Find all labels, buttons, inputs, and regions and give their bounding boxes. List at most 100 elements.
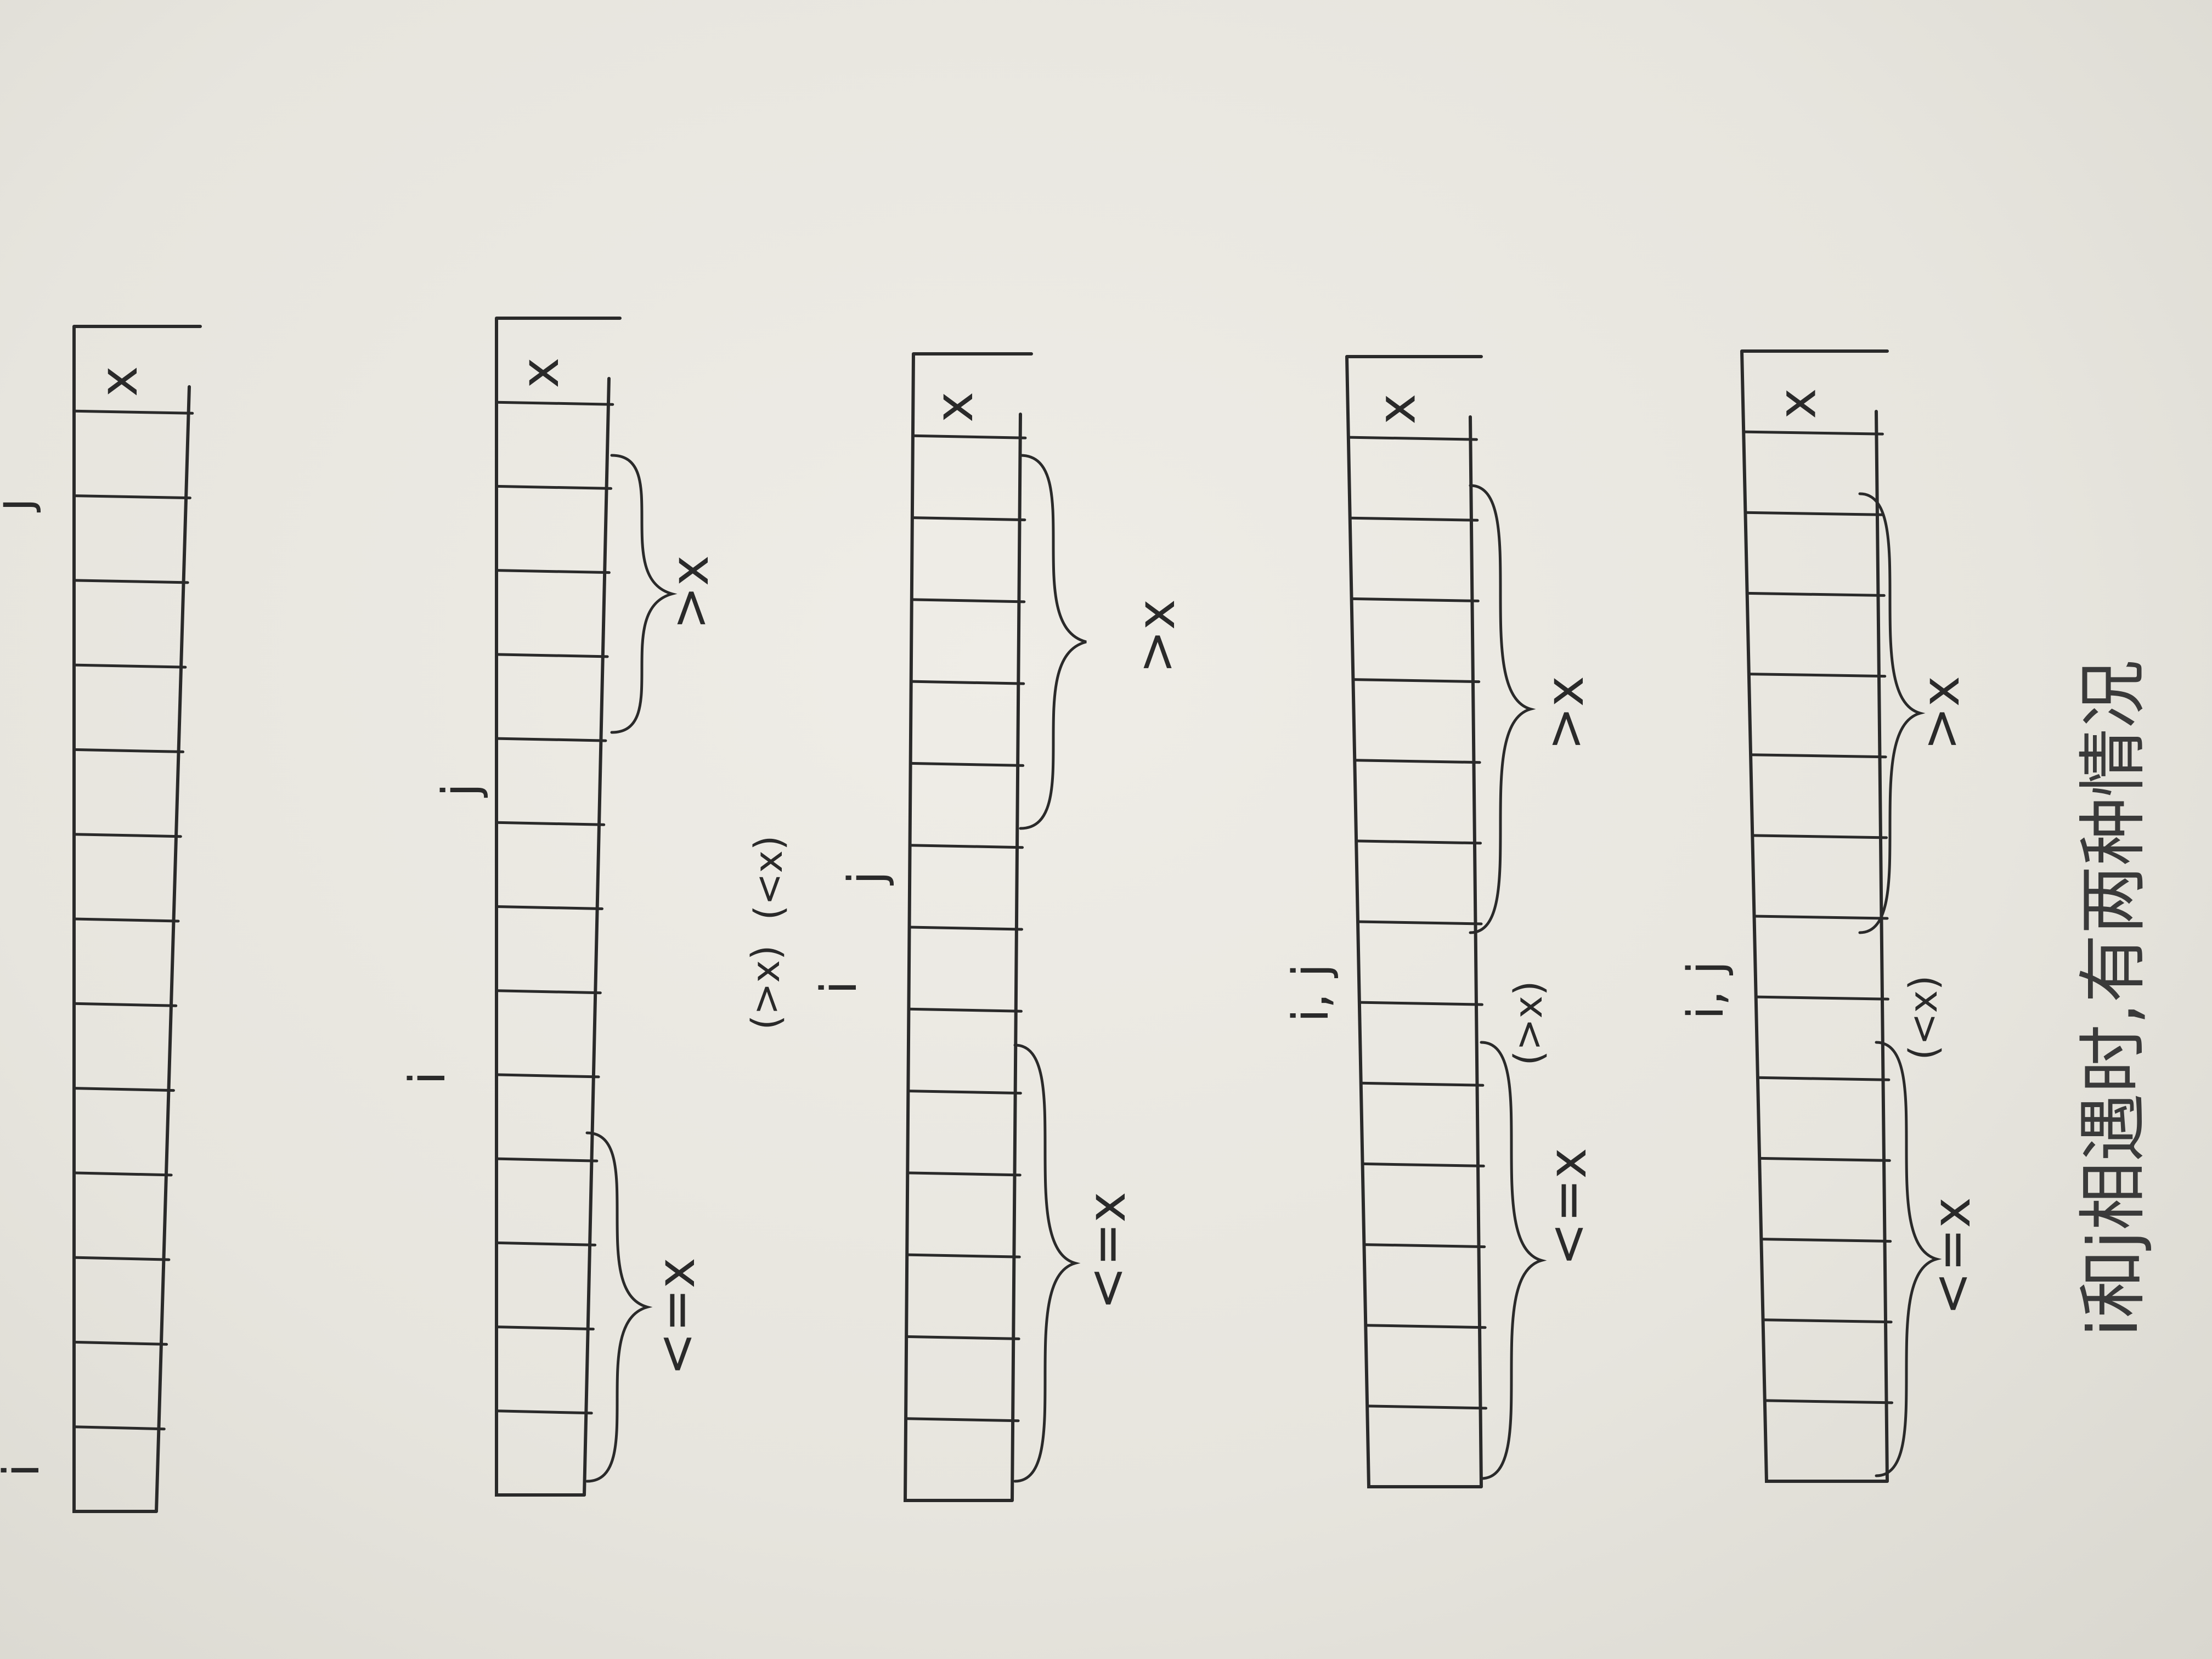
region-label-lower-wrap: <=x <box>1538 1148 1598 1266</box>
braces-4: >x <=x <box>1469 484 1598 1480</box>
cell-divider <box>1762 1318 1893 1324</box>
brace-less-equal <box>1480 1041 1547 1480</box>
brace-less-equal <box>1875 1041 1942 1477</box>
cell-divider <box>495 1157 599 1163</box>
pivot-label-wrap: x <box>924 392 985 422</box>
pivot-label: x <box>1367 394 1427 425</box>
cell-divider <box>1359 1081 1485 1087</box>
region-label-upper: >x <box>1126 599 1187 674</box>
braces-2: >x <=x <box>585 454 720 1483</box>
cell-divider <box>1361 1162 1485 1167</box>
pointer-labels-4: i, j (>x) <box>1282 963 1551 1065</box>
cell-divider <box>72 1425 166 1431</box>
pointer-label-wrap: i <box>810 980 868 994</box>
cell-divider <box>1743 511 1885 516</box>
pointer-label: j <box>0 498 42 512</box>
cell-divider <box>910 680 1025 685</box>
cell-divider <box>910 598 1026 603</box>
region-label-upper-wrap: >x <box>1535 676 1595 751</box>
cell-divider <box>495 569 611 574</box>
cell-divider <box>72 1340 168 1346</box>
cell-divider <box>72 833 182 838</box>
cell-divider <box>1742 430 1884 436</box>
cell-divider <box>1365 1404 1488 1410</box>
pivot-label-wrap: x <box>1767 388 1827 419</box>
brace-greater <box>1469 484 1536 934</box>
cell-divider <box>72 748 185 753</box>
cell-divider <box>905 1253 1021 1259</box>
region-label-lower: <=x <box>1077 1192 1137 1310</box>
array-5: x <box>1740 349 1894 1483</box>
array-4: x <box>1345 355 1488 1488</box>
cell-divider <box>911 434 1027 439</box>
region-label-upper: >x <box>1535 676 1595 751</box>
region-label-upper-wrap: >x <box>1126 599 1187 674</box>
pointer-label: j <box>838 871 895 885</box>
pointer-label: i, j <box>1282 963 1340 1022</box>
pointer-label-wrap: (>x) <box>1506 981 1551 1066</box>
cell-divider <box>495 905 603 910</box>
region-label-upper-wrap: >x <box>660 555 720 630</box>
pointer-label-wrap: j <box>432 783 489 798</box>
cell-divider <box>1347 436 1478 441</box>
pointer-labels-1: ji <box>0 498 50 1477</box>
brace-less-equal <box>1013 1043 1081 1483</box>
region-label-lower-wrap: <=x <box>1077 1192 1137 1310</box>
cell-divider <box>1751 834 1888 839</box>
cell-divider <box>72 1171 173 1177</box>
cell-divider <box>1353 759 1481 764</box>
cell-divider <box>906 1171 1022 1177</box>
cell-divider <box>72 494 191 500</box>
pointer-label: i, j <box>1677 961 1735 1019</box>
cell-divider <box>72 1087 175 1092</box>
region-label-upper: >x <box>1911 676 1971 751</box>
cell-divider <box>495 737 607 742</box>
cell-divider <box>1759 1238 1892 1243</box>
cell-divider <box>1747 673 1887 678</box>
array-1: x <box>72 325 202 1513</box>
brace-greater <box>1019 454 1087 830</box>
cell-divider <box>907 1007 1023 1013</box>
braces-5: >x <=x <box>1858 492 1982 1477</box>
cell-divider <box>495 653 609 658</box>
pointer-label-wrap: i <box>0 1463 50 1477</box>
cell-divider <box>904 1417 1020 1423</box>
region-label-lower: <=x <box>1922 1197 1982 1315</box>
cell-divider <box>906 1090 1022 1095</box>
array-2: x <box>495 317 622 1497</box>
cell-divider <box>905 1335 1020 1340</box>
cell-divider <box>1749 753 1887 759</box>
pointer-label-wrap: (<x) <box>746 836 791 921</box>
pointer-label-wrap: i, j <box>1282 963 1340 1022</box>
pivot-label: x <box>510 357 571 388</box>
cell-divider <box>1758 1156 1891 1162</box>
cell-divider <box>1348 516 1479 522</box>
pointer-labels-2: ji <box>399 783 489 1085</box>
pivot-label: x <box>924 392 985 422</box>
caption: i和j相遇时,有两种情况 <box>2074 660 2153 1337</box>
braces-3: >x <=x <box>1013 454 1187 1483</box>
region-label-upper: >x <box>660 555 720 630</box>
pivot-label-wrap: x <box>1367 394 1427 425</box>
cell-divider <box>911 516 1026 522</box>
cell-divider <box>1350 597 1480 602</box>
region-label-lower: <=x <box>646 1257 707 1375</box>
region-label-lower: <=x <box>1538 1148 1598 1266</box>
pointer-label-wrap: (<x) <box>1901 975 1946 1060</box>
cell-divider <box>909 761 1025 767</box>
cell-divider <box>1356 920 1483 926</box>
cell-divider <box>72 663 187 669</box>
cell-divider <box>72 917 180 923</box>
pointer-label: (>x) <box>1506 981 1551 1066</box>
brace-greater <box>610 454 678 734</box>
cell-divider <box>1753 915 1889 920</box>
pointer-label: (<x) <box>1901 975 1946 1060</box>
array-outline <box>1740 349 1889 1483</box>
pointer-labels-3: j (<x) i (>x) <box>743 836 895 1030</box>
cell-divider <box>72 579 189 584</box>
array-outline <box>1345 355 1483 1488</box>
pointer-label-wrap: (>x) <box>743 945 788 1030</box>
array-outline <box>903 352 1033 1502</box>
cell-divider <box>495 1325 595 1331</box>
